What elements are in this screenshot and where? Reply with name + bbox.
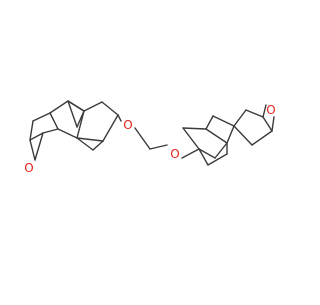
ring-bond (42, 128, 59, 134)
ring-bond (49, 112, 59, 130)
atom-labels: O O O O (24, 103, 275, 175)
ring-bond (181, 148, 200, 159)
ring-bond (83, 101, 103, 112)
structure-canvas: O O O O (24, 100, 276, 175)
ring-bond (92, 140, 104, 151)
epoxide-bond (29, 139, 36, 161)
ring-bond (226, 125, 235, 144)
ring-bond (233, 109, 247, 127)
ring-bond (76, 137, 94, 151)
ring-bond (245, 109, 264, 118)
ring-bond (205, 128, 228, 144)
ring-bond (262, 116, 273, 132)
ring-bond (205, 115, 214, 130)
ring-bond (76, 110, 85, 139)
linker-bond (117, 114, 122, 122)
ring-bond (198, 148, 216, 159)
bond-lines (29, 100, 275, 166)
ring-bond (233, 125, 253, 146)
ether-oxygen-right-label: O (170, 147, 179, 161)
epoxide-bond (262, 104, 267, 118)
linker-bond (149, 144, 168, 150)
ring-bond (101, 101, 119, 116)
epoxide-bond (271, 116, 275, 132)
ether-oxygen-left-label: O (123, 118, 132, 132)
ring-bond (32, 112, 51, 122)
bridge-bond (67, 100, 85, 112)
ring-bond (214, 142, 228, 159)
ring-bond (76, 137, 104, 142)
ring-bond (29, 120, 34, 141)
ring-bond (57, 128, 78, 139)
linker-bond (134, 127, 151, 150)
epoxide-oxygen-left-label: O (24, 161, 33, 175)
ring-bond (182, 127, 207, 130)
bridge-bond (67, 100, 78, 128)
ring-bond (102, 114, 119, 142)
epoxide-bond (34, 132, 44, 161)
bridge-bond (76, 110, 85, 128)
bridge-bond (207, 153, 228, 166)
bridge-bond (198, 148, 209, 166)
ring-bond (49, 100, 69, 114)
ring-bond (182, 127, 200, 150)
molecule-structure: O O O O (24, 100, 276, 175)
epoxide-bond (29, 132, 44, 141)
ring-bond (251, 130, 273, 146)
epoxide-oxygen-right-label: O (266, 103, 275, 117)
ring-bond (212, 115, 235, 127)
